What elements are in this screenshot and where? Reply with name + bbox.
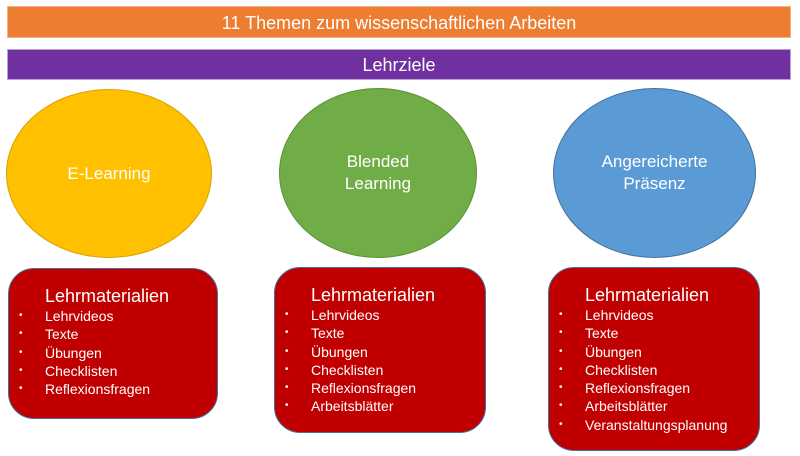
bullet-icon: • bbox=[285, 345, 289, 357]
enriched-presence-ellipse: Angereicherte Präsenz bbox=[553, 88, 756, 258]
list-item: •Reflexionsfragen bbox=[559, 380, 691, 397]
materials-list: •Lehrvideos •Texte •Übungen •Checklisten… bbox=[9, 307, 217, 398]
topics-header-title: 11 Themen zum wissenschaftlichen Arbeite… bbox=[221, 13, 577, 33]
list-item: •Veranstaltungsplanung bbox=[559, 416, 728, 433]
blended-learning-label-line2: Learning bbox=[344, 174, 412, 193]
list-item: •Lehrvideos bbox=[19, 308, 114, 324]
bullet-icon: • bbox=[285, 363, 289, 375]
list-item: •Checklisten bbox=[285, 361, 384, 378]
list-item: •Lehrvideos bbox=[285, 307, 380, 323]
bullet-icon: • bbox=[559, 363, 563, 375]
bullet-icon: • bbox=[19, 310, 23, 321]
list-item: •Reflexionsfragen bbox=[285, 380, 417, 397]
enriched-presence-materials-box: Lehrmaterialien •Lehrvideos •Texte •Übun… bbox=[548, 267, 760, 451]
bullet-icon: • bbox=[559, 345, 563, 357]
list-item: •Checklisten bbox=[19, 362, 118, 379]
bullet-icon: • bbox=[559, 309, 563, 320]
list-item: •Texte bbox=[19, 326, 79, 343]
e-learning-ellipse: E-Learning bbox=[6, 89, 212, 258]
list-item: •Übungen bbox=[19, 344, 102, 361]
blended-learning-label-line1: Blended bbox=[346, 152, 410, 171]
materials-title: Lehrmaterialien bbox=[311, 285, 436, 305]
materials-title: Lehrmaterialien bbox=[585, 285, 710, 305]
bullet-icon: • bbox=[285, 400, 289, 412]
materials-list: •Lehrvideos •Texte •Übungen •Checklisten… bbox=[275, 306, 485, 416]
bullet-icon: • bbox=[19, 328, 23, 340]
list-item: •Checklisten bbox=[559, 361, 658, 378]
materials-list: •Lehrvideos •Texte •Übungen •Checklisten… bbox=[549, 306, 759, 434]
bullet-icon: • bbox=[19, 346, 23, 358]
list-item: •Arbeitsblätter bbox=[559, 398, 668, 415]
learning-goals-title: Lehrziele bbox=[362, 55, 436, 75]
bullet-icon: • bbox=[559, 327, 563, 339]
bullet-icon: • bbox=[285, 309, 289, 320]
e-learning-materials-box: Lehrmaterialien •Lehrvideos •Texte •Übun… bbox=[8, 268, 218, 419]
blended-learning-materials-box: Lehrmaterialien •Lehrvideos •Texte •Übun… bbox=[274, 267, 486, 433]
list-item: •Lehrvideos bbox=[559, 307, 654, 323]
list-item: •Texte bbox=[559, 325, 619, 342]
enriched-presence-label-line2: Präsenz bbox=[623, 174, 686, 193]
list-item: •Übungen bbox=[285, 343, 368, 360]
bullet-icon: • bbox=[19, 383, 23, 395]
list-item: •Arbeitsblätter bbox=[285, 398, 394, 415]
topics-header-bar: 11 Themen zum wissenschaftlichen Arbeite… bbox=[7, 6, 791, 38]
list-item: •Texte bbox=[285, 325, 345, 342]
bullet-icon: • bbox=[285, 327, 289, 339]
bullet-icon: • bbox=[559, 382, 563, 394]
bullet-icon: • bbox=[19, 364, 23, 376]
enriched-presence-label-line1: Angereicherte bbox=[601, 152, 708, 171]
blended-learning-ellipse: Blended Learning bbox=[279, 88, 477, 258]
bullet-icon: • bbox=[559, 400, 563, 412]
bullet-icon: • bbox=[559, 418, 563, 430]
list-item: •Übungen bbox=[559, 343, 642, 360]
bullet-icon: • bbox=[285, 382, 289, 394]
list-item: •Reflexionsfragen bbox=[19, 381, 151, 398]
learning-goals-bar: Lehrziele bbox=[7, 49, 791, 80]
materials-title: Lehrmaterialien bbox=[45, 286, 170, 306]
e-learning-label: E-Learning bbox=[67, 163, 151, 183]
